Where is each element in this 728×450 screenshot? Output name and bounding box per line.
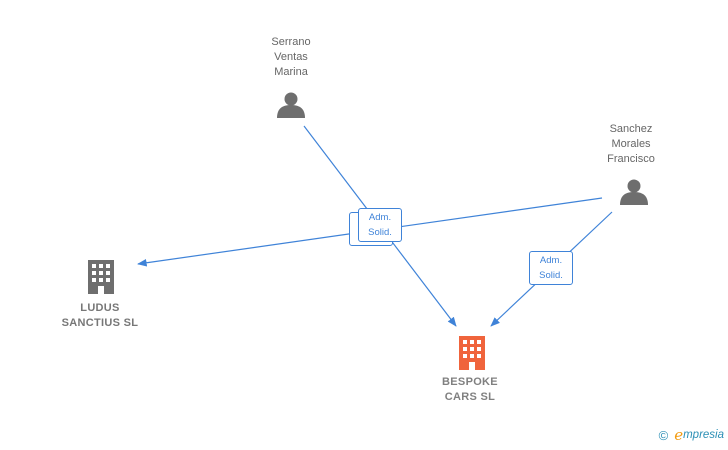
company-label-ludus[interactable]: LUDUS SANCTIUS SL: [61, 302, 139, 329]
building-icon[interactable]: [88, 260, 114, 294]
person-icon[interactable]: [620, 179, 648, 206]
footer-brand: © e mpresia: [659, 426, 724, 444]
person-label-sanchez[interactable]: Sanchez Morales Francisco: [607, 123, 655, 165]
person-label-serrano[interactable]: Serrano Ventas Marina: [271, 36, 311, 78]
copyright-icon: ©: [658, 427, 669, 443]
company-label-bespoke[interactable]: BESPOKE CARS SL: [442, 376, 498, 403]
brand-name: mpresia: [683, 429, 724, 441]
person-icon[interactable]: [277, 92, 305, 119]
brand-logo-icon: e: [674, 426, 684, 444]
relation-box[interactable]: Adm. Solid.: [529, 251, 573, 285]
relation-box[interactable]: Adm. Solid.: [358, 208, 402, 242]
building-icon-focus[interactable]: [459, 336, 485, 370]
